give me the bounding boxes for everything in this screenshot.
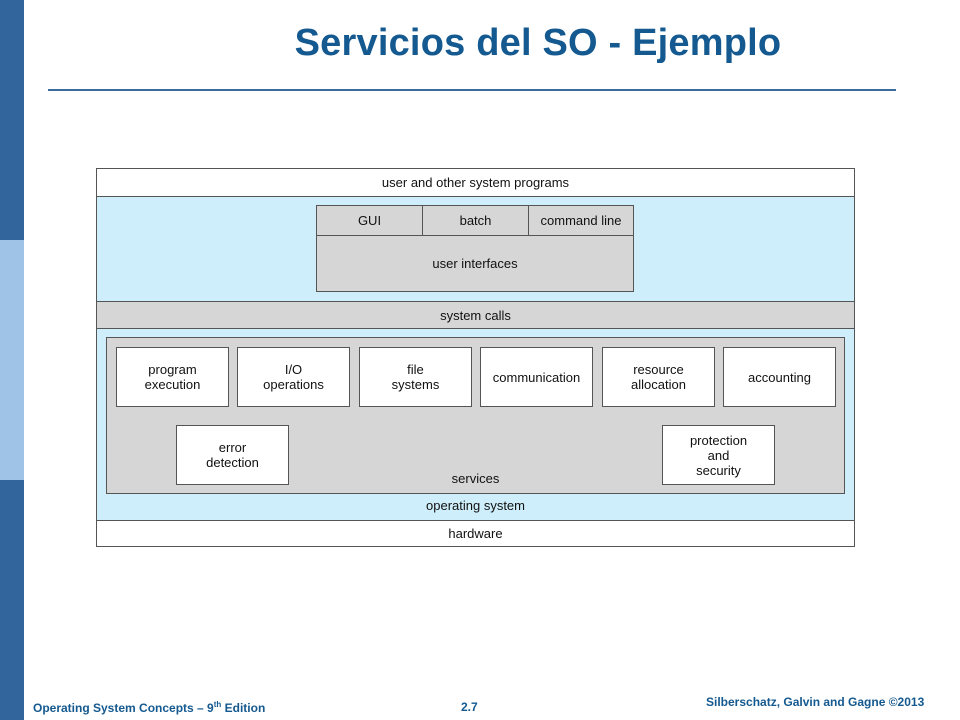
title-divider bbox=[48, 89, 896, 91]
system-calls-label: system calls bbox=[440, 308, 511, 323]
user-programs-band: user and other system programs bbox=[97, 169, 854, 197]
footer-book-title: Operating System Concepts – 9th Edition bbox=[33, 700, 265, 715]
hardware-label: hardware bbox=[448, 526, 503, 541]
service-protection-security: protection and security bbox=[662, 425, 775, 485]
services-box: program execution I/O operations file sy… bbox=[106, 337, 845, 494]
sidebar-segment-top bbox=[0, 0, 24, 240]
services-label: services bbox=[451, 471, 500, 486]
user-interfaces-label: user interfaces bbox=[432, 256, 518, 271]
user-programs-label: user and other system programs bbox=[381, 175, 570, 190]
footer-book-text: Operating System Concepts – 9 bbox=[33, 701, 214, 715]
slide-title: Servicios del SO - Ejemplo bbox=[294, 22, 782, 64]
hardware-band: hardware bbox=[97, 521, 854, 546]
ui-option-command-line: command line bbox=[529, 206, 633, 236]
sidebar-decoration bbox=[0, 0, 24, 720]
service-accounting: accounting bbox=[723, 347, 836, 407]
footer-page-number: 2.7 bbox=[461, 700, 478, 714]
service-resource-allocation: resource allocation bbox=[602, 347, 715, 407]
footer-edition-suffix: Edition bbox=[221, 701, 266, 715]
service-error-detection: error detection bbox=[176, 425, 289, 485]
service-io-operations: I/O operations bbox=[237, 347, 350, 407]
sidebar-segment-bottom bbox=[0, 480, 24, 720]
footer-edition-sup: th bbox=[213, 700, 222, 709]
service-program-execution: program execution bbox=[116, 347, 229, 407]
operating-system-band: program execution I/O operations file sy… bbox=[97, 329, 854, 521]
user-interfaces-box: GUI batch command line user interfaces bbox=[316, 205, 634, 292]
ui-option-gui: GUI bbox=[317, 206, 423, 236]
system-calls-band: system calls bbox=[97, 302, 854, 329]
operating-system-label: operating system bbox=[426, 498, 525, 513]
service-file-systems: file systems bbox=[359, 347, 472, 407]
ui-option-batch: batch bbox=[423, 206, 529, 236]
os-services-diagram: user and other system programs GUI batch… bbox=[96, 168, 855, 547]
service-communication: communication bbox=[480, 347, 593, 407]
sidebar-segment-middle bbox=[0, 240, 24, 480]
footer-copyright: Silberschatz, Galvin and Gagne ©2013 bbox=[706, 695, 925, 709]
user-interface-band: GUI batch command line user interfaces bbox=[97, 197, 854, 302]
